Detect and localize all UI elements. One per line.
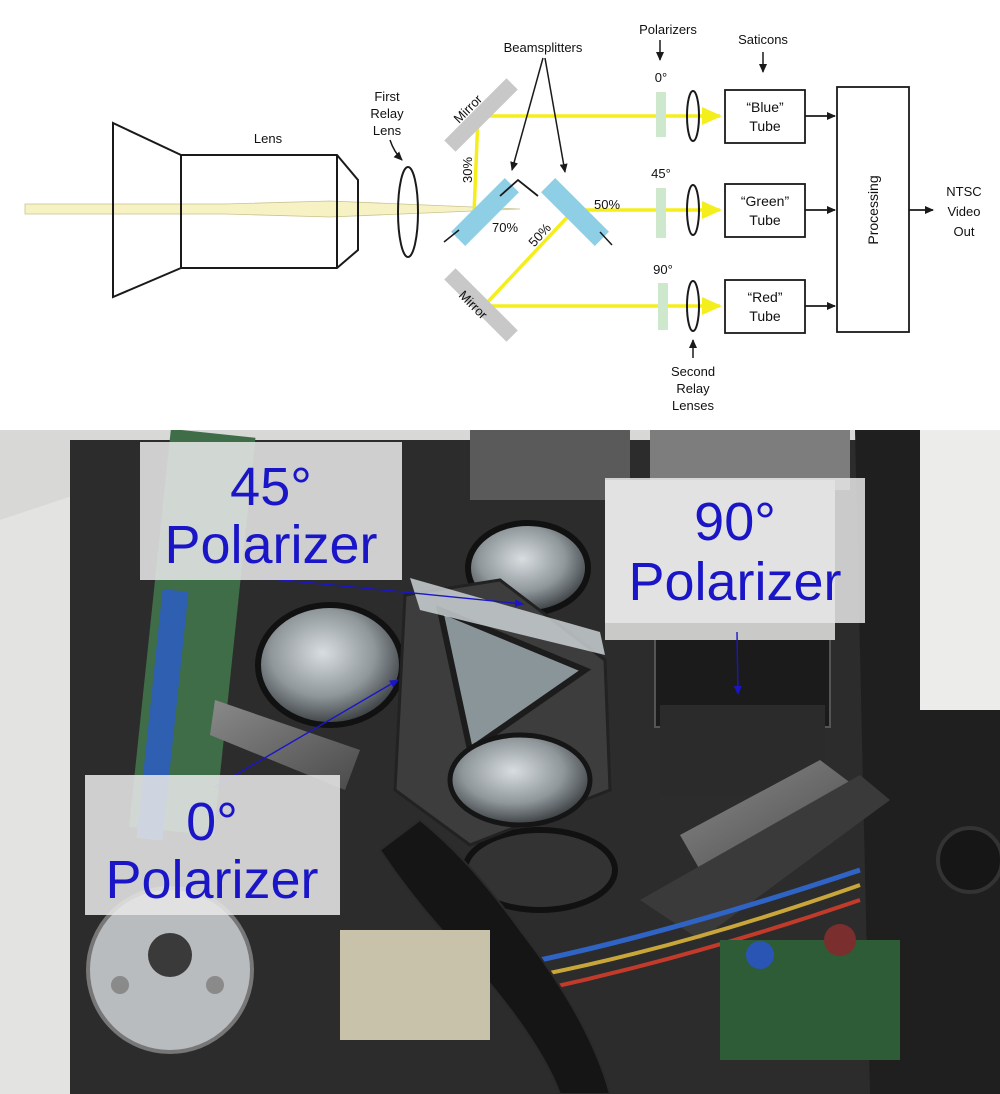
blue-tube-label-2: Tube — [749, 118, 781, 134]
first-relay-label-1: First — [374, 89, 400, 104]
output-label-1: NTSC — [946, 184, 981, 199]
callout-45-polarizer: 45° Polarizer — [140, 442, 402, 580]
processing-label: Processing — [865, 175, 881, 244]
second-relay-lens-red — [686, 280, 700, 332]
arrow-90-polarizer — [733, 631, 742, 695]
second-relay-lens-green — [686, 184, 700, 236]
blue-tube: “Blue” Tube — [724, 89, 806, 144]
polarizer-0 — [656, 92, 666, 137]
second-relay-label-2: Relay — [676, 381, 710, 396]
bottom-mirror — [444, 268, 518, 342]
polarizer-90-label: 90° — [653, 262, 673, 277]
processing-block — [836, 86, 910, 333]
top-mirror — [444, 78, 518, 152]
callout-0-line1: 0° — [186, 792, 238, 852]
first-relay-label-2: Relay — [370, 106, 404, 121]
polarizers-label: Polarizers — [639, 22, 697, 37]
red-tube: “Red” Tube — [724, 279, 806, 334]
optical-block-diagram: Lens First Relay Lens Mirror Mirror Beam… — [24, 22, 982, 413]
saticons-label: Saticons — [738, 32, 788, 47]
red-tube-label-2: Tube — [749, 308, 781, 324]
arrow-0-polarizer — [214, 679, 399, 788]
second-relay-lens-blue — [686, 90, 700, 142]
polarizer-45 — [656, 188, 666, 238]
pct-70-label: 70% — [492, 220, 518, 235]
green-tube-label-2: Tube — [749, 212, 781, 228]
arrow-45-polarizer — [261, 577, 524, 608]
polarizer-90 — [658, 283, 668, 330]
pct-50-right-label: 50% — [594, 197, 620, 212]
incoming-light-beam — [24, 200, 521, 218]
blue-tube-label-1: “Blue” — [746, 99, 784, 115]
beamsplitter-2 — [541, 178, 609, 246]
red-tube-label-1: “Red” — [747, 289, 782, 305]
polarizer-45-label: 45° — [651, 166, 671, 181]
callout-0-polarizer: 0° Polarizer — [85, 775, 340, 915]
callout-0-line2: Polarizer — [105, 850, 318, 910]
lens-label: Lens — [254, 131, 283, 146]
callout-90-polarizer: 90° Polarizer — [605, 478, 865, 623]
green-tube: “Green” Tube — [724, 183, 806, 238]
camera-interior-photo: 45° Polarizer 90° Polarizer 0° Polarizer — [0, 430, 1000, 1094]
callout-45-line2: Polarizer — [164, 515, 377, 575]
output-label-2: Video — [947, 204, 980, 219]
green-tube-label-1: “Green” — [741, 193, 790, 209]
callout-90-line1: 90° — [694, 492, 776, 552]
first-relay-lens — [397, 166, 419, 258]
output-label-3: Out — [954, 224, 975, 239]
first-relay-label-3: Lens — [373, 123, 402, 138]
callout-45-line1: 45° — [230, 457, 312, 517]
second-relay-label-1: Second — [671, 364, 715, 379]
second-relay-label-3: Lenses — [672, 398, 714, 413]
callout-90-line2: Polarizer — [628, 552, 841, 612]
polarizer-0-label: 0° — [655, 70, 667, 85]
beamsplitters-label: Beamsplitters — [504, 40, 583, 55]
red-channel-beam — [479, 208, 722, 315]
pct-30-label: 30% — [460, 157, 475, 183]
